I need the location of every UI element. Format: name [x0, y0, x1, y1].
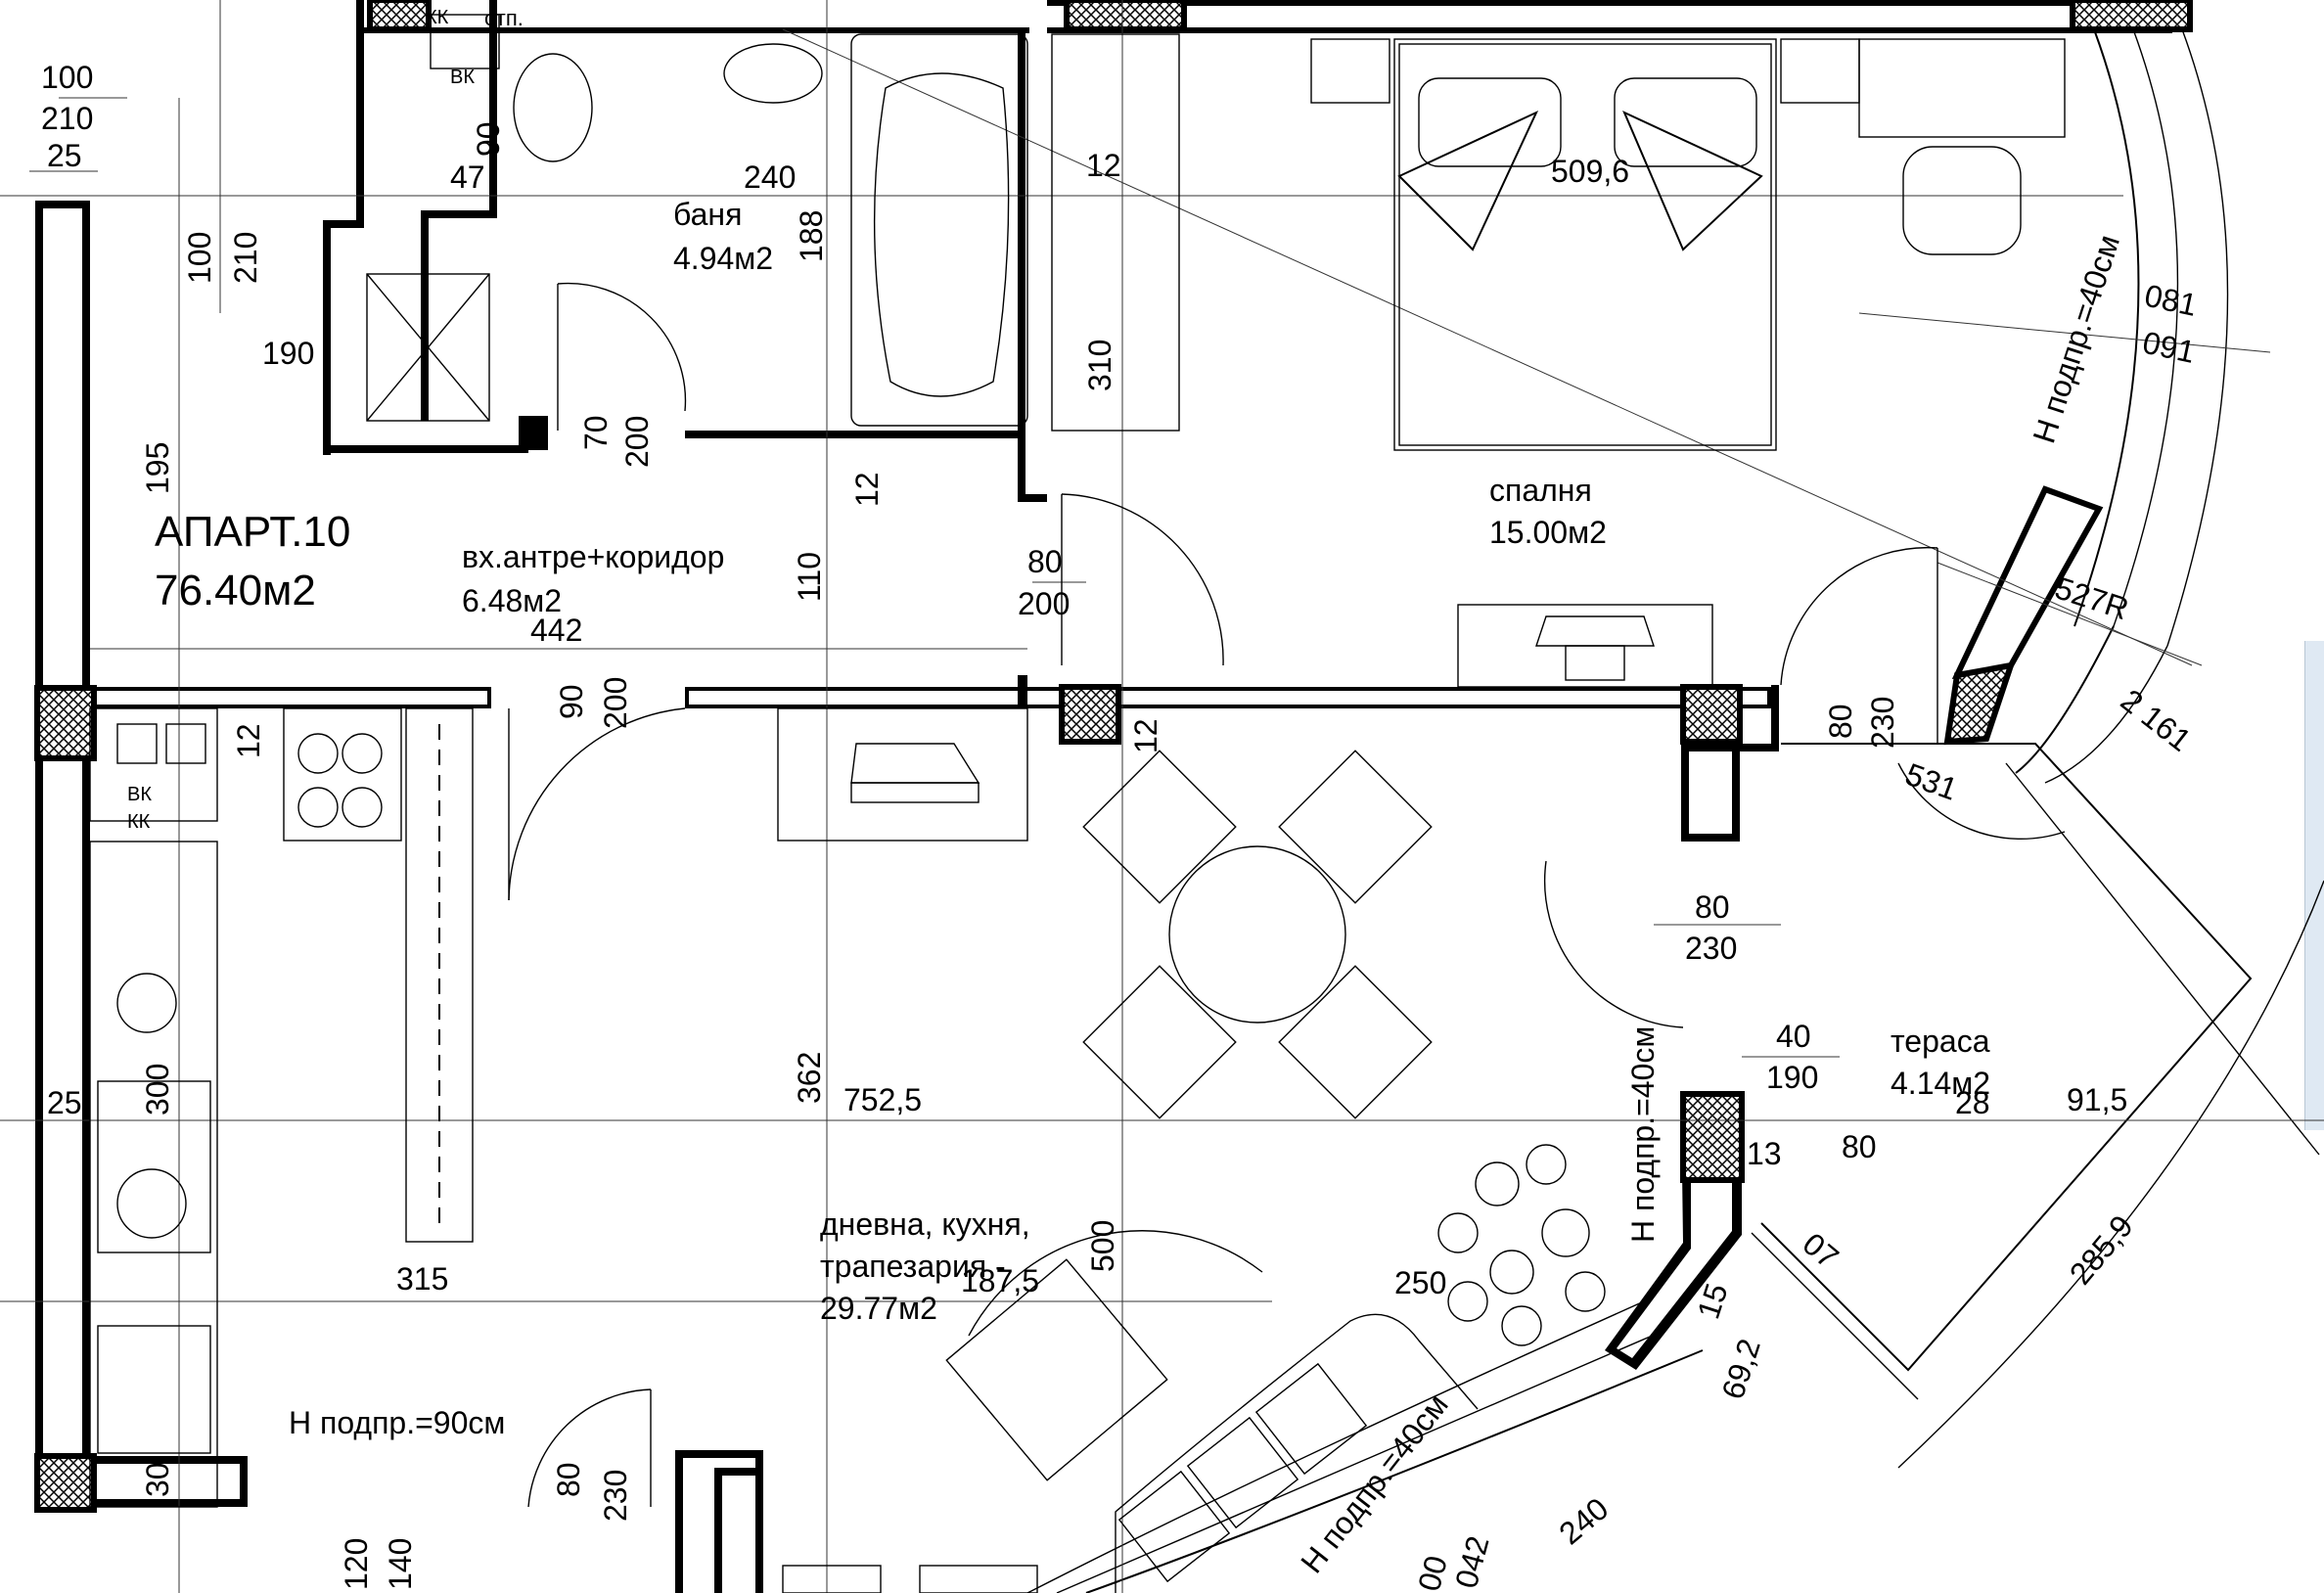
- columns: [34, 0, 2193, 1513]
- dim: 527R: [2051, 569, 2133, 626]
- dim: 190: [1766, 1060, 1818, 1095]
- dim: 500: [1085, 1220, 1120, 1272]
- walls: [35, 0, 2172, 1593]
- doors: [508, 282, 2066, 1508]
- room-labels: АПАРТ.10 76.40м2 баня 4.94м2 вх.антре+ко…: [155, 197, 1990, 1326]
- dim: 80: [1695, 889, 1730, 925]
- dim: 30: [140, 1462, 175, 1497]
- dim: 310: [1082, 340, 1117, 391]
- living-area: 29.77м2: [820, 1291, 937, 1326]
- fixture-tags: КК ВК отп. ВК КК: [127, 6, 524, 833]
- hall-name: вх.антре+коридор: [462, 539, 724, 574]
- living-name-2: трапезария -: [820, 1249, 1006, 1284]
- dim: 042: [1448, 1532, 1496, 1592]
- living-name-1: дневна, кухня,: [820, 1206, 1030, 1242]
- dim: 2 161: [2115, 682, 2198, 758]
- dim: 91,5: [2067, 1082, 2127, 1117]
- dim: 90: [554, 684, 589, 719]
- bedroom-name: спалня: [1489, 473, 1592, 508]
- dim: 70: [578, 415, 614, 450]
- dim: 28: [1955, 1085, 1990, 1120]
- tag-otp: отп.: [484, 6, 524, 30]
- dim: 230: [598, 1470, 633, 1522]
- dim: 100: [41, 60, 93, 95]
- dim: 110: [792, 552, 827, 602]
- dim: 210: [228, 232, 263, 284]
- dim: 315: [396, 1261, 448, 1297]
- dim: 80: [1842, 1129, 1877, 1164]
- dim: 509,6: [1551, 154, 1629, 189]
- dim: 200: [1018, 586, 1070, 621]
- dim: 210: [41, 101, 93, 136]
- dim: 25: [47, 1085, 82, 1120]
- dim: 47: [450, 159, 485, 195]
- apartment-name: АПАРТ.10: [155, 508, 350, 556]
- sill-note-bedroom: Н подпр.=40см: [2026, 230, 2126, 447]
- tag-vk-2: ВК: [127, 784, 152, 805]
- sill-notes: Н подпр.=40см Н подпр.=40см Н подпр.=40с…: [289, 230, 2126, 1579]
- dim: 80: [1027, 544, 1063, 579]
- dim: 240: [1552, 1490, 1615, 1551]
- dim: 12: [849, 472, 885, 507]
- dim: 12: [1128, 718, 1163, 753]
- dim: 442: [530, 613, 582, 648]
- dim: 00: [1411, 1552, 1454, 1593]
- dim: 13: [1747, 1136, 1782, 1171]
- dim: 188: [794, 210, 829, 262]
- dim: 140: [383, 1538, 418, 1590]
- dim: 091: [2140, 325, 2199, 370]
- terrace-area: 4.14м2: [1891, 1066, 1990, 1101]
- sill-note-terrace: Н подпр.=40см: [1625, 1026, 1661, 1243]
- dim: 07: [1797, 1226, 1846, 1275]
- dim: 69,2: [1714, 1335, 1766, 1403]
- sill-note-living: Н подпр.=40см: [1294, 1388, 1455, 1580]
- window-edge-strip: [2304, 641, 2324, 1130]
- dim: 120: [339, 1538, 374, 1590]
- dim: 187,5: [961, 1263, 1039, 1298]
- dim: 285,9: [2063, 1208, 2140, 1291]
- dim: 12: [231, 723, 266, 758]
- dim: 250: [1394, 1265, 1446, 1300]
- dim: 240: [744, 159, 796, 195]
- dim: 752,5: [843, 1082, 922, 1117]
- dim: 230: [1685, 931, 1737, 966]
- curved-facade: [1026, 28, 2324, 1593]
- dim: 081: [2142, 278, 2201, 323]
- tag-vk: ВК: [450, 67, 475, 88]
- dim: 25: [47, 138, 82, 173]
- apartment-area: 76.40м2: [155, 567, 316, 614]
- dim: 200: [619, 416, 655, 468]
- tag-kk-2: КК: [127, 811, 151, 833]
- hall-area: 6.48м2: [462, 583, 562, 618]
- dim: 80: [551, 1462, 586, 1497]
- dim: 300: [140, 1064, 175, 1115]
- dim: 80: [1823, 704, 1858, 739]
- dim: 362: [792, 1052, 827, 1104]
- sill-note-kitchen: Н подпр.=90см: [289, 1405, 505, 1440]
- dim: 200: [598, 677, 633, 729]
- dim: 531: [1901, 756, 1962, 807]
- dim: 230: [1865, 697, 1900, 749]
- bedroom-area: 15.00м2: [1489, 515, 1607, 550]
- terrace-name: тераса: [1891, 1024, 1990, 1059]
- tag-kk: КК: [426, 7, 449, 28]
- bath-name: баня: [673, 197, 742, 232]
- dim: 12: [1086, 148, 1121, 183]
- dim: 190: [262, 336, 314, 371]
- furniture: [89, 14, 2066, 1593]
- bath-area: 4.94м2: [673, 241, 773, 276]
- dim: 40: [1776, 1019, 1811, 1054]
- dim: 195: [140, 442, 175, 494]
- dim: 90: [471, 121, 506, 157]
- dim: 100: [182, 232, 217, 284]
